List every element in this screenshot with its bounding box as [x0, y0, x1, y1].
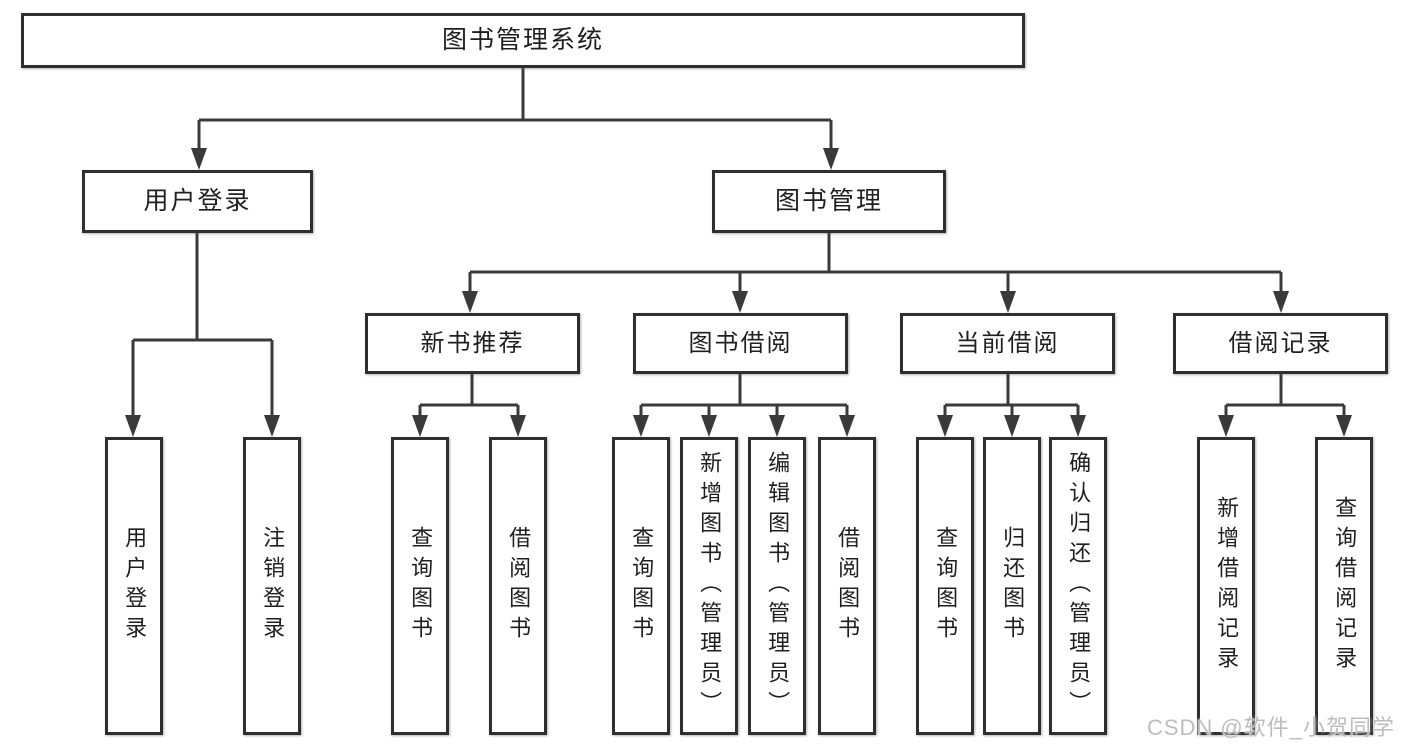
node-current-borrowing-label: 当前借阅 [955, 329, 1060, 357]
connector-current-borrow-split [937, 374, 1086, 437]
connector-root-split [191, 68, 839, 170]
leaf-borrow-borrow-books: 借阅图书 [818, 437, 876, 735]
node-new-book-recommendation-label: 新书推荐 [420, 329, 525, 357]
leaf-newrec-borrow-books: 借阅图书 [489, 437, 547, 735]
leaf-user-login-label: 用户登录 [122, 526, 148, 646]
connector-book-mgmt-split [462, 233, 1289, 313]
leaf-borrow-add-books-admin: 新增图书（管理员） [680, 437, 738, 735]
node-user-login-label: 用户登录 [143, 187, 252, 215]
connector-user-login-split [125, 233, 280, 437]
node-root-label: 图书管理系统 [441, 26, 604, 54]
leaf-borrow-edit-books-admin-label: 编辑图书（管理员） [765, 451, 791, 721]
node-book-borrowing-label: 图书借阅 [688, 329, 793, 357]
leaf-current-return-books-label: 归还图书 [1000, 526, 1026, 646]
node-root-system: 图书管理系统 [21, 13, 1025, 68]
node-book-borrowing: 图书借阅 [633, 313, 848, 374]
leaf-borrow-query-books: 查询图书 [612, 437, 670, 735]
node-user-login: 用户登录 [82, 170, 313, 233]
node-new-book-recommendation: 新书推荐 [365, 313, 580, 374]
leaf-newrec-borrow-books-label: 借阅图书 [506, 526, 532, 646]
node-book-management: 图书管理 [712, 170, 946, 233]
csdn-watermark: CSDN @软件_小贺同学 [1146, 715, 1395, 740]
node-borrowing-records: 借阅记录 [1173, 313, 1388, 374]
leaf-newrec-query-books: 查询图书 [391, 437, 449, 735]
connector-book-borrow-split [633, 374, 855, 437]
leaf-records-query-record: 查询借阅记录 [1315, 437, 1373, 735]
leaf-newrec-query-books-label: 查询图书 [408, 526, 434, 646]
leaf-borrow-borrow-books-label: 借阅图书 [835, 526, 861, 646]
node-borrowing-records-label: 借阅记录 [1228, 329, 1333, 357]
node-book-management-label: 图书管理 [774, 187, 883, 215]
leaf-current-confirm-return-admin-label: 确认归还（管理员） [1066, 451, 1092, 721]
leaf-borrow-edit-books-admin: 编辑图书（管理员） [748, 437, 806, 735]
connector-borrow-records-split [1218, 374, 1352, 437]
leaf-current-query-books-label: 查询图书 [933, 526, 959, 646]
leaf-borrow-query-books-label: 查询图书 [629, 526, 655, 646]
leaf-records-query-record-label: 查询借阅记录 [1332, 496, 1358, 676]
connector-new-book-split [412, 374, 526, 437]
leaf-borrow-add-books-admin-label: 新增图书（管理员） [697, 451, 723, 721]
leaf-user-login: 用户登录 [105, 437, 163, 735]
leaf-logout-label: 注销登录 [260, 526, 286, 646]
leaf-logout: 注销登录 [243, 437, 301, 735]
leaf-current-return-books: 归还图书 [983, 437, 1041, 735]
leaf-current-confirm-return-admin: 确认归还（管理员） [1049, 437, 1107, 735]
leaf-records-add-record: 新增借阅记录 [1197, 437, 1255, 735]
leaf-current-query-books: 查询图书 [916, 437, 974, 735]
node-current-borrowing: 当前借阅 [900, 313, 1115, 374]
leaf-records-add-record-label: 新增借阅记录 [1214, 496, 1240, 676]
